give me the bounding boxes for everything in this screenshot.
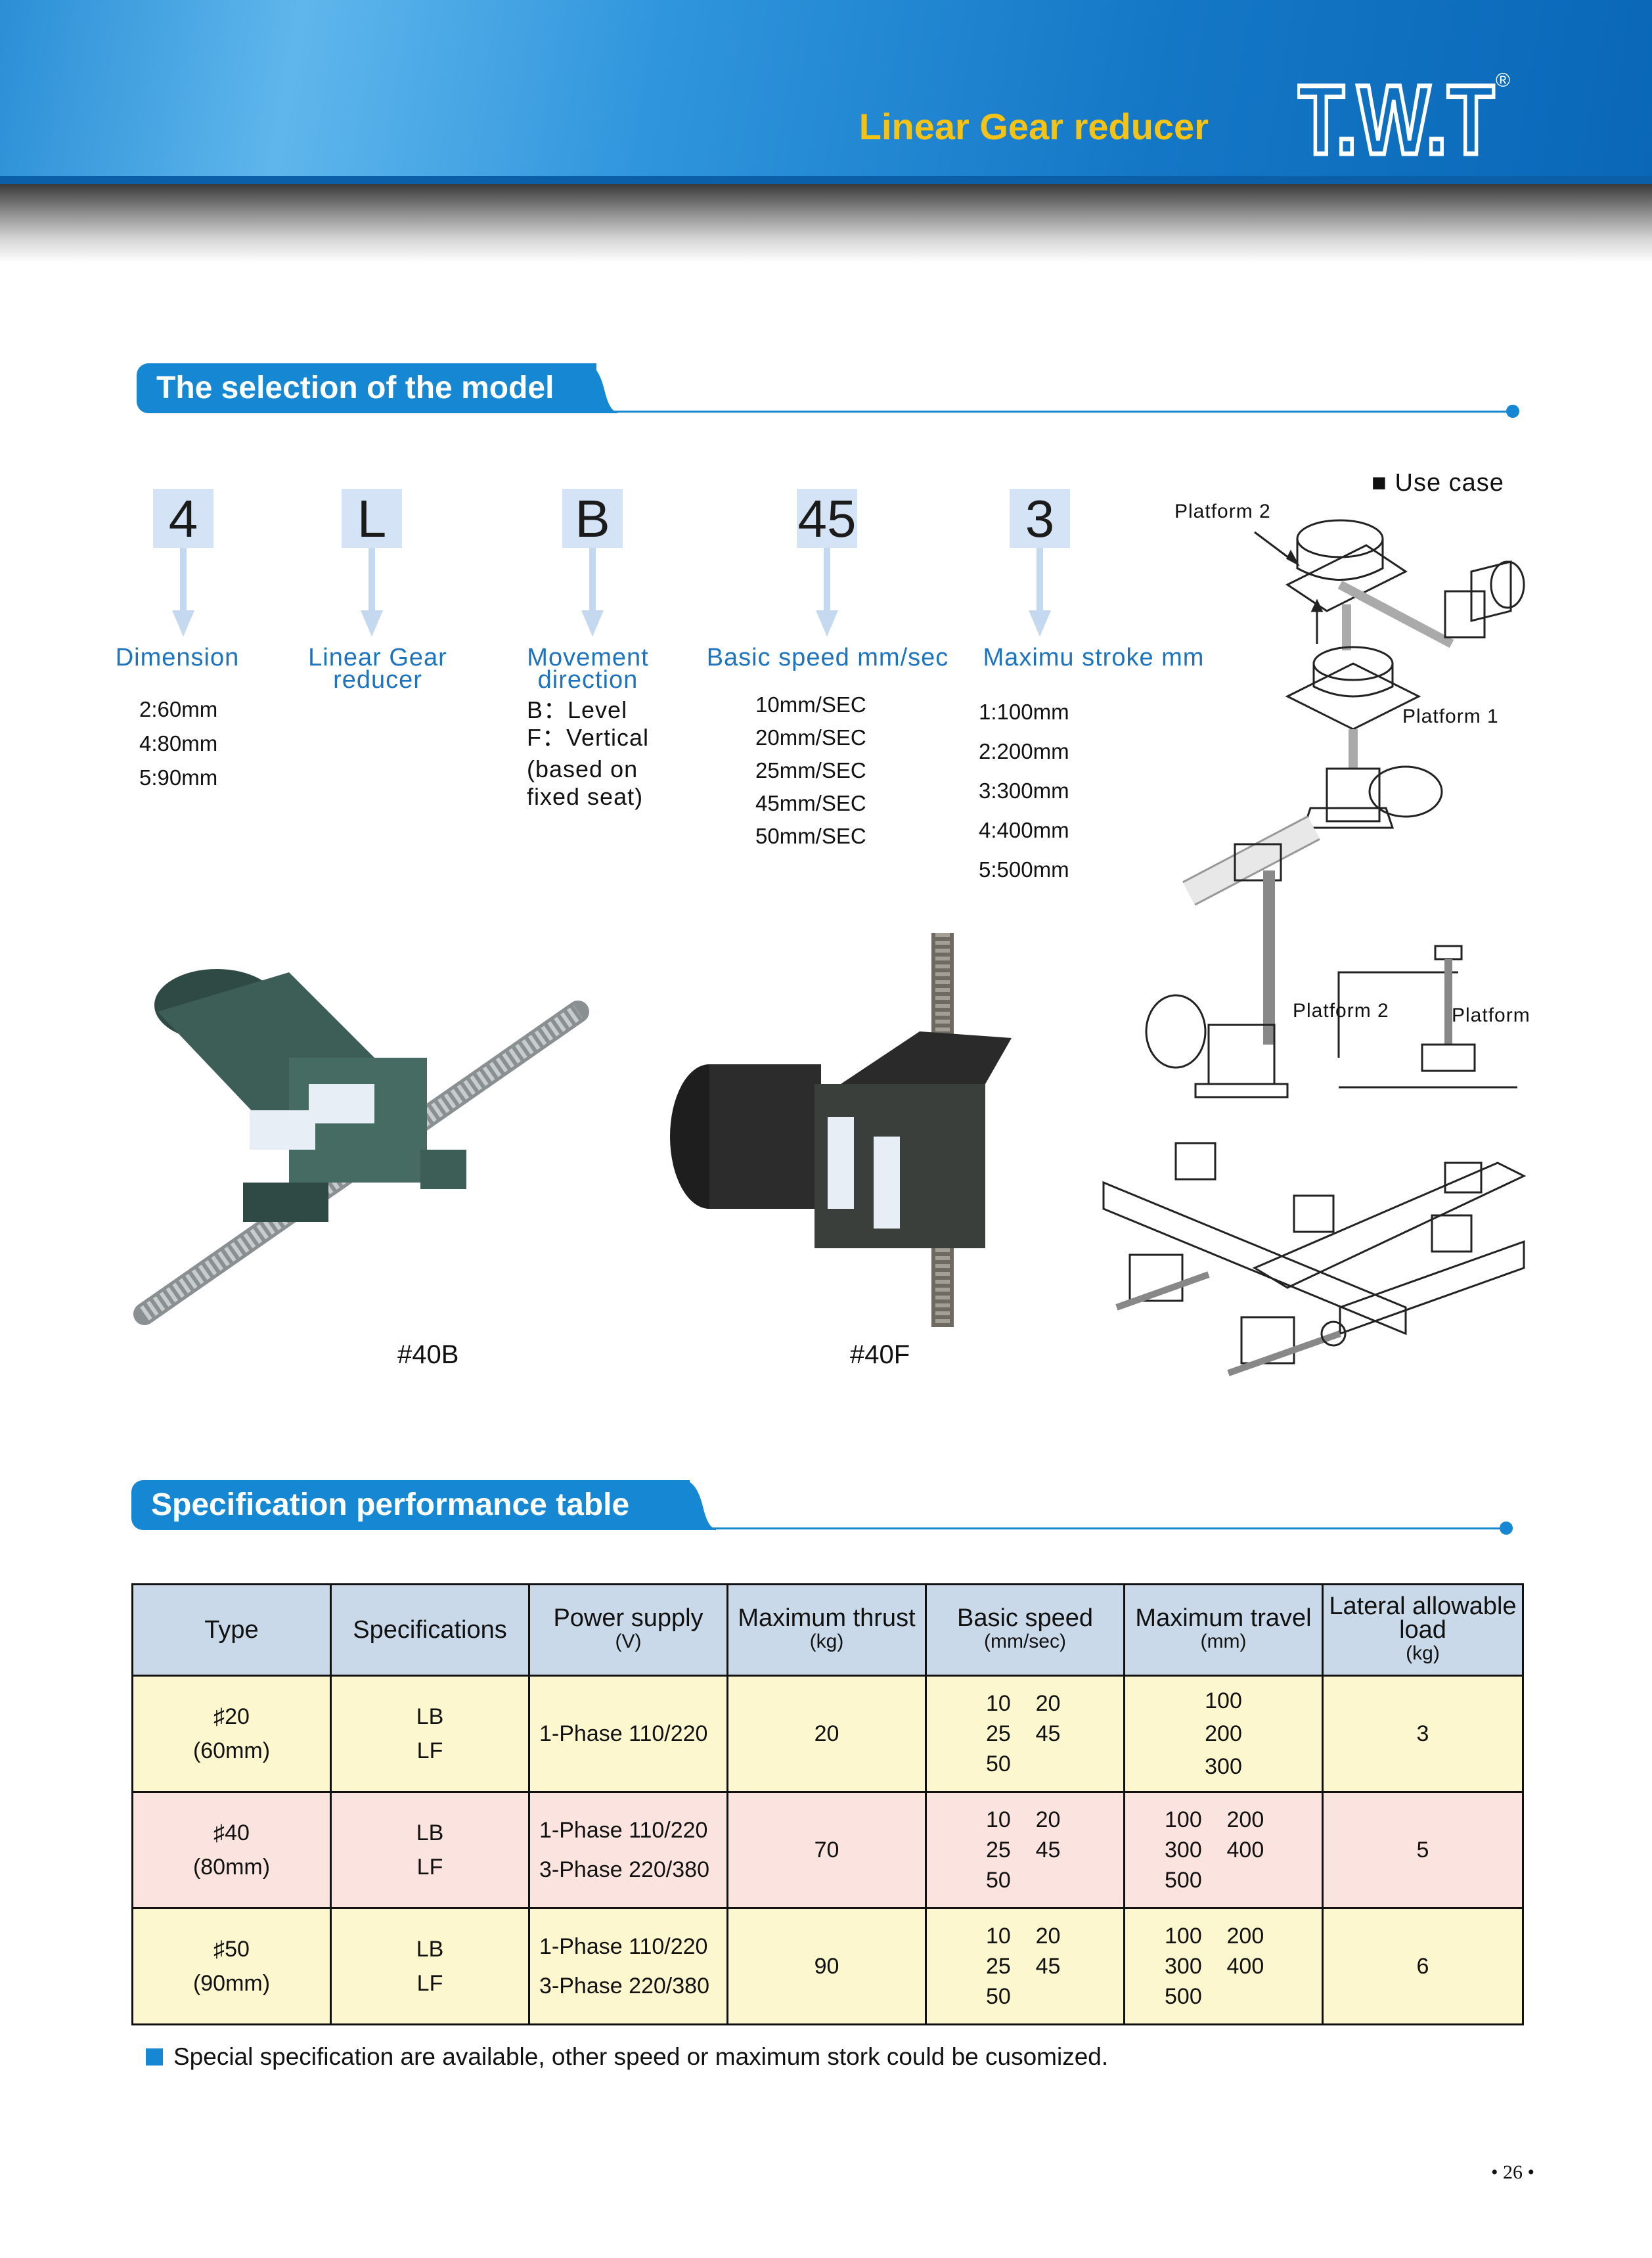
cell-type: ♯20(60mm) <box>131 1675 332 1793</box>
use-case-illustrations: Platform 2 Platform 1 Platform 2 Platfor… <box>1102 501 1537 1376</box>
footnote: Special specification are available, oth… <box>173 2043 1109 2070</box>
svg-text:Platform 2: Platform 2 <box>1293 1000 1389 1022</box>
header-stripe <box>0 176 1652 184</box>
cell-load: 6 <box>1322 1907 1524 2025</box>
tab-tail <box>578 363 617 413</box>
section-dot <box>1500 1522 1513 1535</box>
photo-caption-40b: #40B <box>397 1340 459 1369</box>
section-dot <box>1506 405 1519 418</box>
code-speed: 45 <box>797 489 857 548</box>
page-title: Linear Gear reducer <box>859 106 1209 147</box>
spec-table: Type Specifications Power supply(V) Maxi… <box>131 1583 1524 2025</box>
col-header: Power supply(V) <box>528 1583 728 1677</box>
use-case-title: ■ Use case <box>1372 469 1504 497</box>
label-basic-speed: Basic speed mm/sec <box>706 644 949 671</box>
label-max-stroke: Maximu stroke mm <box>983 644 1205 671</box>
cell-type: ♯50(90mm) <box>131 1907 332 2025</box>
col-header: Type <box>131 1583 332 1677</box>
product-photo-40b <box>133 969 589 1325</box>
cell-power: 1-Phase 110/220 <box>528 1675 728 1793</box>
options-movement: B：Level F：Vertical (based on fixed seat) <box>527 696 650 810</box>
header-band <box>0 0 1652 176</box>
cell-thrust: 90 <box>726 1907 927 2025</box>
options-speed: 10mm/SEC 20mm/SEC 25mm/SEC 45mm/SEC 50mm… <box>755 692 866 848</box>
section-line <box>709 1527 1504 1529</box>
tab-tail <box>677 1480 716 1530</box>
header-shadow <box>0 184 1652 263</box>
code-arrows <box>172 548 1051 637</box>
code-type: L <box>342 489 402 548</box>
product-photo-40f <box>670 933 1012 1327</box>
col-header: Specifications <box>330 1583 530 1677</box>
options-dimension: 2:60mm 4:80mm 5:90mm <box>139 697 218 790</box>
cell-load: 5 <box>1322 1791 1524 1909</box>
code-direction: B <box>562 489 623 548</box>
section-heading-spec: Specification performance table <box>131 1480 690 1530</box>
svg-text:Platform 2: Platform 2 <box>1174 501 1271 522</box>
label-dimension: Dimension <box>115 644 240 671</box>
col-header: Maximum travel(mm) <box>1123 1583 1324 1677</box>
photo-caption-40f: #40F <box>850 1340 910 1369</box>
options-stroke: 1:100mm 2:200mm 3:300mm 4:400mm 5:500mm <box>979 700 1069 882</box>
cell-load: 3 <box>1322 1675 1524 1793</box>
code-dimension: 4 <box>153 489 213 548</box>
svg-text:Platform 2: Platform 2 <box>1452 1005 1537 1026</box>
svg-text:®: ® <box>1496 70 1510 91</box>
note-bullet-icon <box>146 2048 163 2066</box>
table-header-row: Type Specifications Power supply(V) Maxi… <box>131 1583 1524 1677</box>
page-number: • 26 • <box>1491 2161 1535 2183</box>
col-header: Basic speed(mm/sec) <box>925 1583 1125 1677</box>
cell-thrust: 20 <box>726 1675 927 1793</box>
section-heading-selection: The selection of the model <box>137 363 596 413</box>
code-stroke: 3 <box>1010 489 1070 548</box>
square-bullet-icon: ■ <box>1372 469 1395 497</box>
col-header: Maximum thrust(kg) <box>726 1583 927 1677</box>
col-header: Lateral allowable load(kg) <box>1322 1583 1524 1677</box>
svg-text:T.W.T: T.W.T <box>1297 67 1494 162</box>
cell-type: ♯40(80mm) <box>131 1791 332 1909</box>
svg-text:Platform 1: Platform 1 <box>1402 706 1499 727</box>
section-line <box>611 411 1511 413</box>
cell-thrust: 70 <box>726 1791 927 1909</box>
twt-logo: T.W.T ® <box>1297 67 1510 162</box>
